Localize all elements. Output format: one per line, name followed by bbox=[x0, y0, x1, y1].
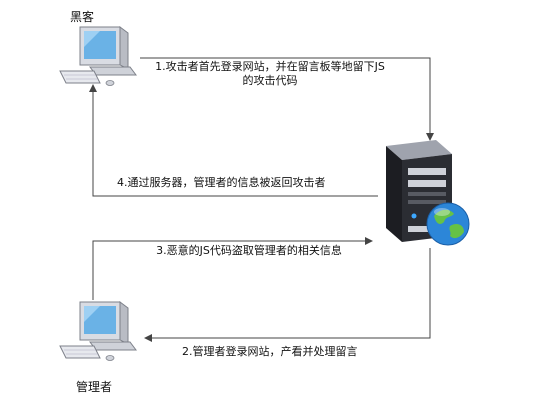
arrow-step-4 bbox=[89, 84, 378, 197]
arrow-step-3 bbox=[92, 237, 373, 300]
hacker-computer bbox=[50, 25, 140, 94]
globe bbox=[424, 200, 472, 252]
admin-computer bbox=[50, 300, 140, 369]
step-3-label: 3.恶意的JS代码盗取管理者的相关信息 bbox=[142, 244, 356, 258]
computer-icon bbox=[59, 301, 137, 361]
step-4-label: 4.通过服务器，管理者的信息被返回攻击者 bbox=[115, 176, 379, 190]
hacker-label: 黑客 bbox=[70, 10, 95, 24]
step-2-label: 2.管理者登录网站，产看并处理留言 bbox=[180, 345, 414, 359]
step-1-label: 1.攻击者首先登录网站，并在留言板等地留下JS的攻击代码 bbox=[148, 60, 392, 88]
admin-label: 管理者 bbox=[76, 380, 113, 394]
computer-icon bbox=[59, 26, 137, 86]
arrow-step-2 bbox=[144, 248, 431, 342]
globe-icon bbox=[426, 202, 470, 246]
arrow-step-1 bbox=[140, 57, 434, 141]
